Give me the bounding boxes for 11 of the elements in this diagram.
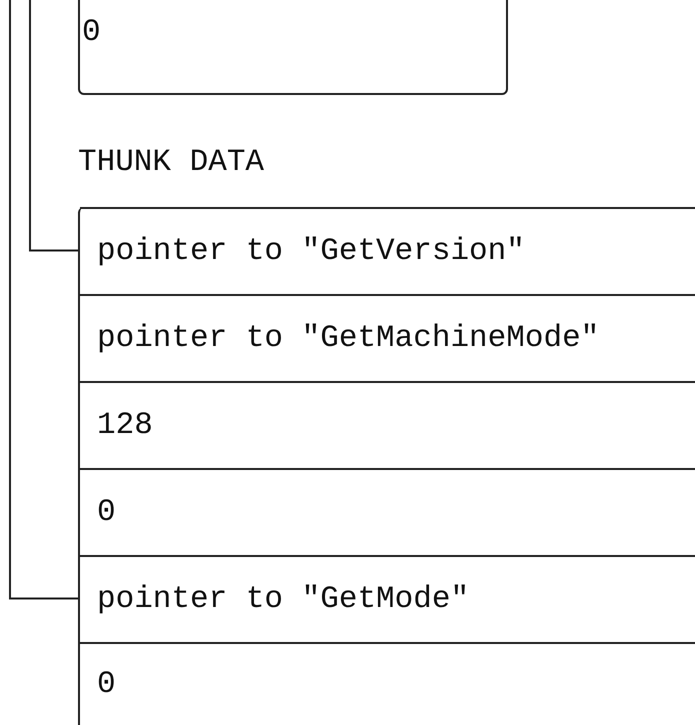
value-text: pointer to "GetVersion" [97,234,525,269]
connector-line [29,0,78,252]
value-text: 0 [97,495,116,530]
value-text: pointer to "GetMode" [97,582,470,617]
value-text: 128 [97,408,153,443]
value-text: pointer to "GetMachineMode" [97,321,600,356]
value-text: 0 [82,15,101,50]
table-heading: THUNK DATA [78,145,264,180]
memory-box [78,0,508,95]
value-text: 0 [97,667,116,702]
connector-line [9,0,78,600]
